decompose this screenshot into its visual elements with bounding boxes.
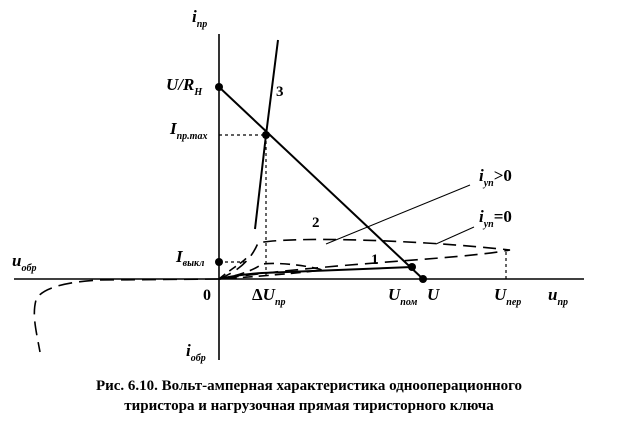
curve-dashed-iup-zero	[218, 238, 511, 280]
leader-iup-pos	[325, 184, 471, 245]
u-nom-label: Uпом	[388, 285, 417, 308]
point-i-max	[262, 131, 270, 139]
curve-number-3: 3	[276, 84, 284, 100]
u-per-label: Uпер	[494, 285, 521, 308]
caption-line-1: Рис. 6.10. Вольт-амперная характеристика…	[95, 378, 523, 394]
figure-caption: Рис. 6.10. Вольт-амперная характеристика…	[0, 376, 618, 416]
curve-dashed-iup-pos	[218, 262, 323, 280]
u-over-r-label: U/RН	[166, 75, 203, 98]
load-line	[218, 86, 424, 280]
x-axis-right-label: uпр	[548, 285, 568, 308]
i-up-pos-label: iуп>0	[479, 166, 512, 189]
u-label: U	[427, 285, 440, 304]
point-i-off	[215, 258, 223, 266]
y-axis-top-label: iпр	[192, 7, 207, 30]
point-u-nom	[408, 263, 416, 271]
point-u	[419, 275, 427, 283]
caption-line-2: тиристора и нагрузочная прямая тиристорн…	[124, 398, 494, 414]
y-axis-bottom-label: iобр	[186, 341, 206, 364]
x-axis-left-label: uобр	[12, 251, 36, 274]
origin-label: 0	[203, 287, 211, 304]
reverse-branch	[33, 278, 220, 353]
delta-u-label: ΔUпр	[252, 285, 286, 308]
i-up-zero-label: iуп=0	[479, 207, 512, 230]
curve-number-1: 1	[371, 252, 379, 268]
curve-number-2: 2	[312, 215, 320, 231]
point-u-over-r	[215, 83, 223, 91]
knee-dashes	[218, 255, 249, 280]
i-off-label: Iвыкл	[175, 247, 204, 269]
i-max-label: Iпр.max	[169, 119, 207, 142]
leader-iup-zero	[435, 226, 475, 245]
